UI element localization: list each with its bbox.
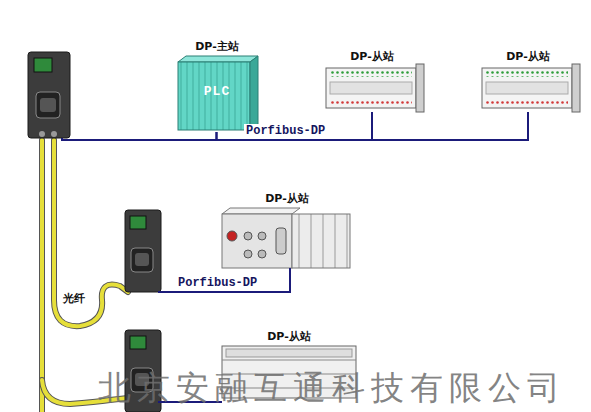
slave-module-drawing — [222, 208, 350, 268]
station-title: DP-从站 — [217, 192, 357, 206]
bus-label: Porfibus-DP — [176, 276, 259, 290]
station-title: DP-主站 — [169, 40, 265, 54]
slave-module-drawing — [482, 64, 580, 112]
slave-station: DP-从站 — [475, 50, 581, 112]
slave-station: DP-从站 — [217, 192, 357, 268]
master-station: DP-主站 PLC — [169, 40, 265, 132]
bus-label: Porfibus-DP — [244, 124, 327, 138]
fiber-label: 光纤 — [62, 292, 86, 306]
station-title: DP-从站 — [319, 50, 425, 64]
device-label: PLC — [169, 84, 265, 99]
fiber-converter — [28, 52, 70, 138]
station-title: DP-从站 — [475, 50, 581, 64]
slave-station: DP-从站 — [319, 50, 425, 112]
watermark: 北京安融互通科技有限公司 — [98, 368, 566, 408]
station-title: DP-从站 — [217, 330, 361, 344]
fiber-converter — [125, 210, 161, 292]
profibus-connector — [217, 112, 529, 140]
slave-module-drawing — [326, 64, 424, 112]
bus-wire — [62, 138, 290, 402]
profibus-connector — [217, 112, 373, 140]
